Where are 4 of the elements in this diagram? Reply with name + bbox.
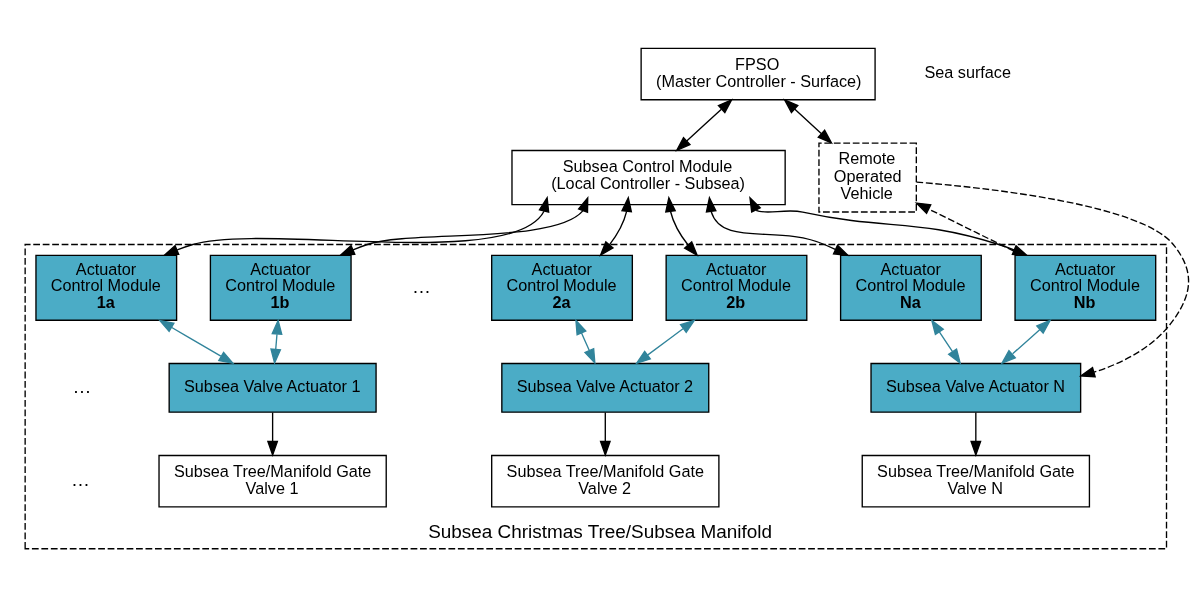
label: Sea surface (924, 62, 1011, 81)
label: … (72, 375, 92, 397)
label: … (71, 468, 91, 490)
label: … (411, 275, 431, 297)
